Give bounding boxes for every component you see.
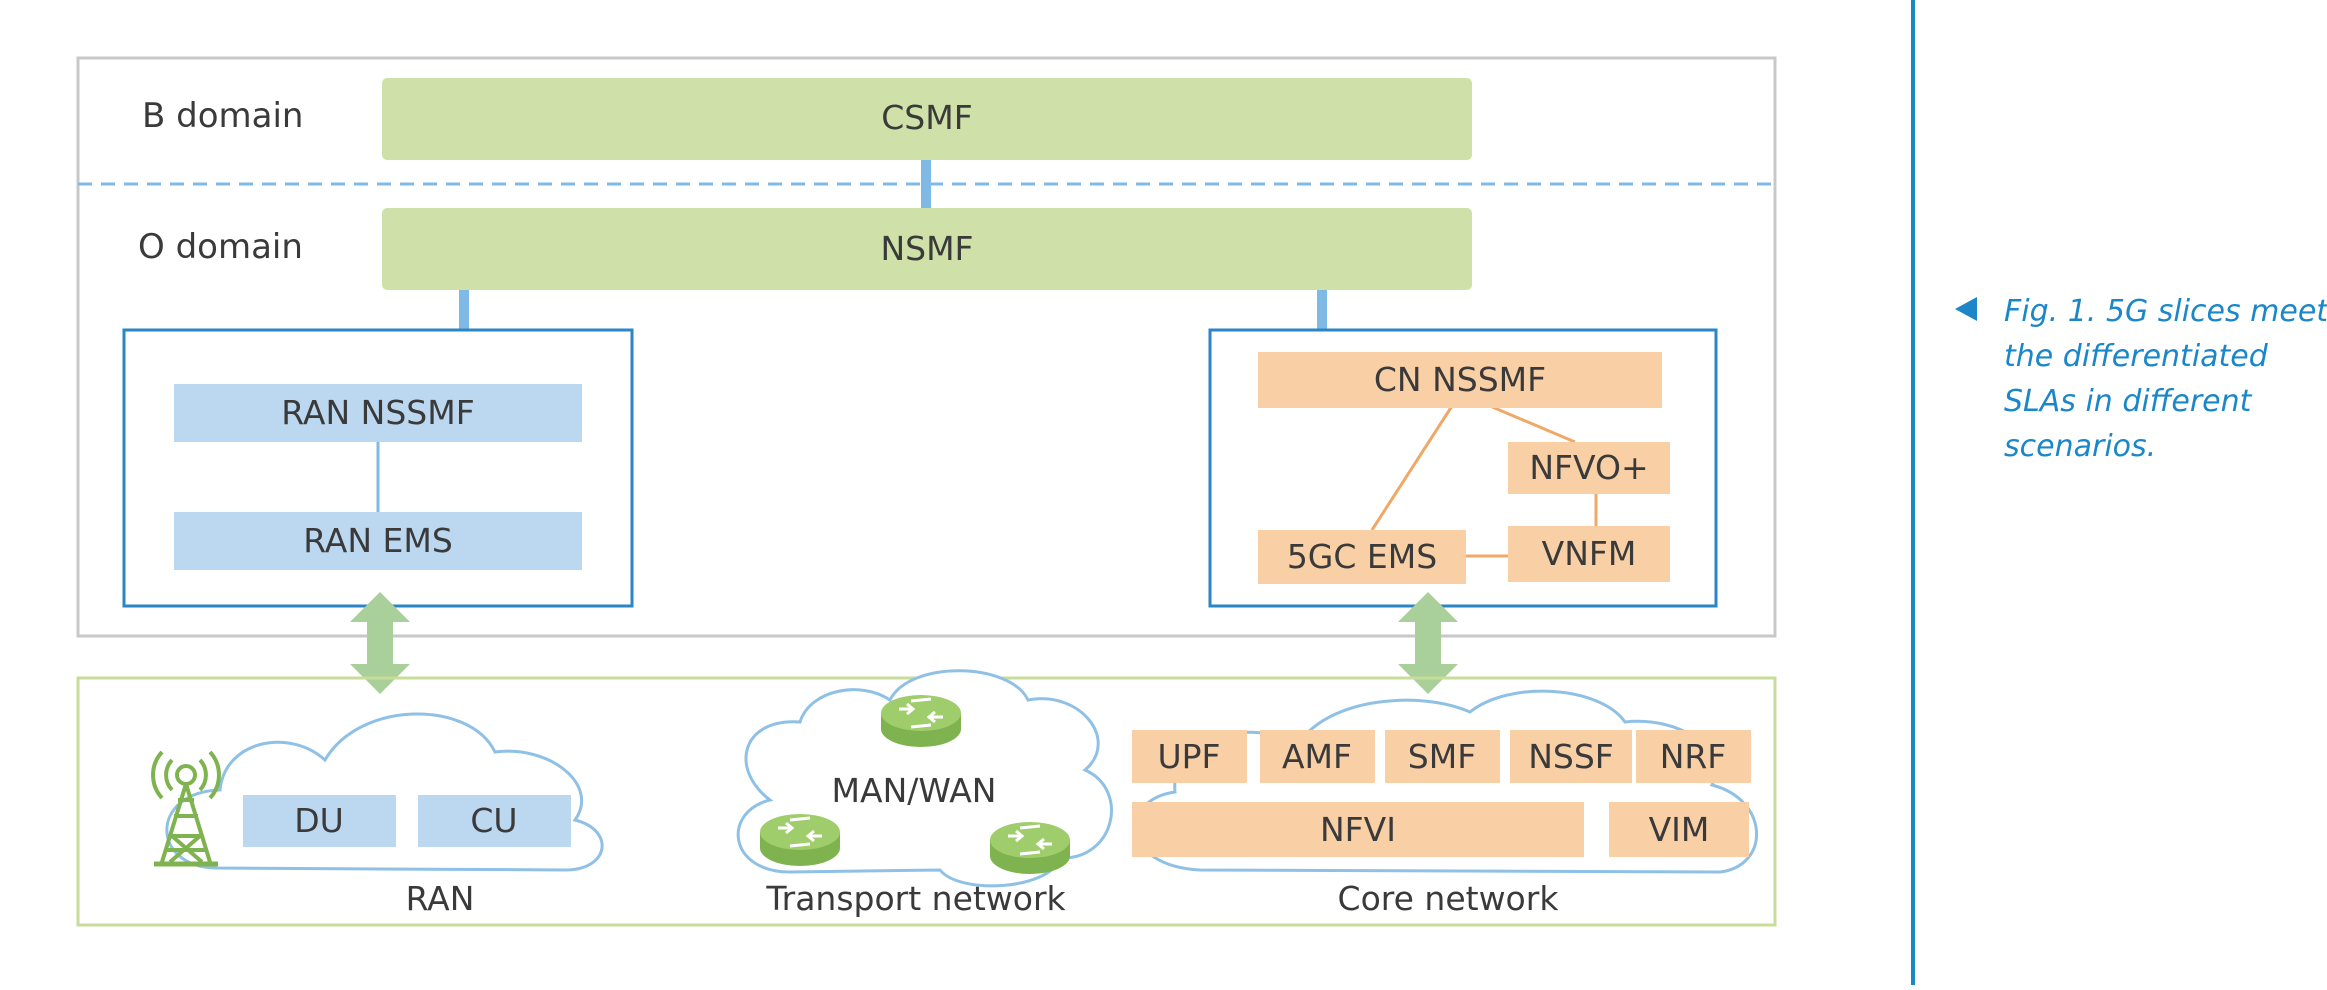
b-domain-label: B domain	[142, 96, 303, 136]
caption-line-3: SLAs in different	[2004, 384, 2253, 419]
smf-box	[1385, 730, 1500, 783]
smf-label: SMF	[1408, 737, 1476, 776]
ran-label: RAN	[406, 879, 475, 918]
vnfm-box	[1508, 526, 1670, 582]
nsmf-label: NSMF	[880, 229, 973, 268]
nsmf-cn-connector	[1317, 290, 1327, 330]
nssf-label: NSSF	[1528, 737, 1614, 776]
nsmf-box	[382, 208, 1472, 290]
ran-ems-label: RAN EMS	[303, 521, 453, 560]
antenna-tower-icon	[151, 750, 221, 867]
transport-label: Transport network	[765, 879, 1066, 918]
amf-box	[1260, 730, 1375, 783]
nfvo-box	[1508, 442, 1670, 494]
vim-label: VIM	[1649, 810, 1710, 849]
router-icon-right	[988, 820, 1072, 876]
ran-ems-box	[174, 512, 582, 570]
nfvi-box	[1132, 802, 1584, 857]
amf-label: AMF	[1282, 737, 1352, 776]
cn-nssmf-nfvo-link	[1489, 404, 1576, 444]
5gc-ems-label: 5GC EMS	[1287, 537, 1437, 576]
ran-nssmf-label: RAN NSSMF	[281, 393, 474, 432]
ran-nssmf-box	[174, 384, 582, 442]
nrf-label: NRF	[1660, 737, 1727, 776]
core-network-label: Core network	[1338, 879, 1560, 918]
vnfm-label: VNFM	[1542, 534, 1637, 573]
csmf-box	[382, 78, 1472, 160]
nrf-box	[1636, 730, 1751, 783]
management-frame	[76, 56, 1777, 638]
caption-line-4: scenarios.	[2004, 429, 2156, 464]
ran-double-arrow	[350, 592, 410, 694]
router-icon-left	[758, 812, 842, 868]
caption-line-2: the differentiated	[2004, 339, 2269, 374]
cu-box	[418, 795, 571, 847]
caption-triangle-icon	[1955, 297, 1977, 321]
upf-box	[1132, 730, 1247, 783]
transport-cloud-label: MAN/WAN	[832, 771, 997, 810]
upf-label: UPF	[1157, 737, 1220, 776]
core-double-arrow	[1398, 592, 1458, 694]
cn-nssmf-label: CN NSSMF	[1374, 360, 1546, 399]
du-box	[243, 795, 396, 847]
du-label: DU	[294, 801, 344, 840]
csmf-label: CSMF	[881, 98, 972, 137]
caption-line-1: Fig. 1. 5G slices meet	[2004, 294, 2327, 329]
o-domain-label: O domain	[138, 227, 303, 267]
nsmf-ran-connector	[459, 290, 469, 330]
router-icon-top	[879, 693, 963, 749]
cn-nssmf-box	[1258, 352, 1662, 408]
nfvo-label: NFVO+	[1529, 448, 1648, 487]
nssf-box	[1510, 730, 1632, 783]
nfvi-label: NFVI	[1320, 810, 1396, 849]
cu-label: CU	[470, 801, 517, 840]
cn-nssmf-ems-link	[1370, 405, 1454, 531]
vim-box	[1609, 802, 1749, 857]
csmf-nsmf-connector	[921, 160, 931, 208]
5gc-ems-box	[1258, 530, 1466, 584]
